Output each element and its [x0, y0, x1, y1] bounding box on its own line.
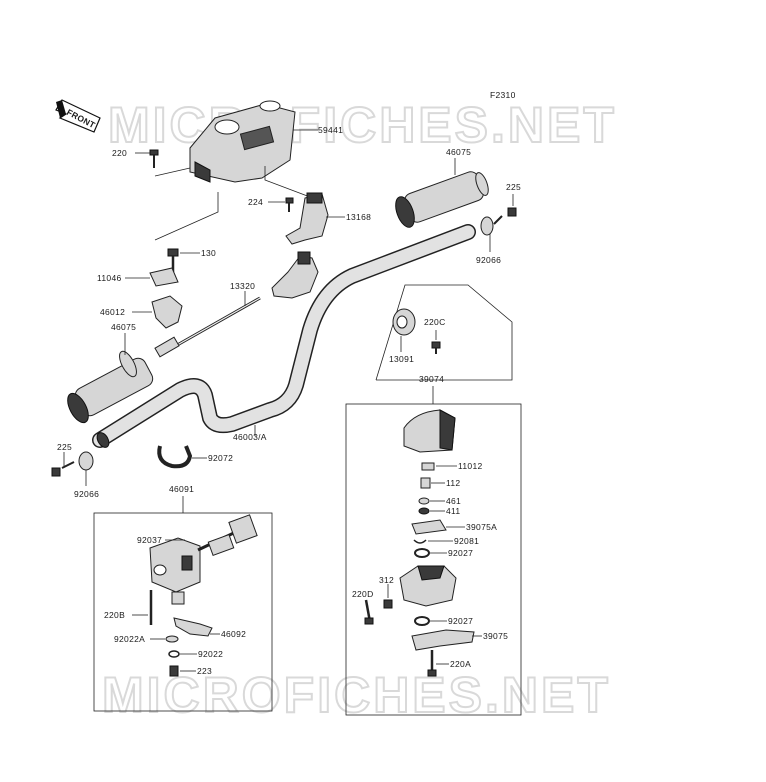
screw-220C-icon [431, 341, 441, 354]
plate-11046-icon [149, 267, 179, 287]
label-223: 223 [197, 666, 212, 676]
pin-112-icon [420, 477, 431, 489]
left-switch-housing-part [149, 537, 201, 605]
ring-461-icon [418, 497, 430, 505]
right-grip-part [395, 171, 489, 228]
switch-cover-part [403, 409, 456, 453]
label-46075-top: 46075 [446, 147, 471, 157]
label-220C: 220C [424, 317, 446, 327]
throttle-cable-part [154, 251, 319, 358]
screw-312-icon [383, 599, 393, 609]
clamp-46012-icon [151, 295, 183, 329]
washer-92027-b-icon [414, 616, 430, 626]
switch-assembly-46091-box [93, 512, 273, 712]
ring-92072-icon [157, 445, 193, 469]
spring-11012-icon [421, 462, 435, 471]
switch-housing-part [399, 565, 457, 607]
label-220D: 220D [352, 589, 374, 599]
lever-39075A-icon [411, 519, 447, 535]
switch-assembly-39074-box [345, 403, 522, 716]
screw-224-icon [285, 197, 294, 212]
label-13168: 13168 [346, 212, 371, 222]
label-112: 112 [446, 478, 460, 488]
screw-220-icon [149, 149, 159, 168]
figure-code: F2310 [490, 90, 516, 100]
label-224: 224 [248, 197, 263, 207]
housing-cover-part [189, 100, 296, 183]
bolt-225-top-icon [493, 207, 517, 225]
lever-46092-icon [173, 617, 213, 637]
label-92022A: 92022A [114, 634, 145, 644]
label-46003A: 46003/A [233, 432, 267, 442]
washer-92027-a-icon [414, 548, 430, 558]
screw-220A-icon [427, 650, 437, 677]
label-92072: 92072 [208, 453, 233, 463]
washer-92022-icon [168, 650, 180, 658]
label-39075A: 39075A [466, 522, 497, 532]
label-225-top: 225 [506, 182, 521, 192]
label-46091: 46091 [169, 484, 194, 494]
label-46012: 46012 [100, 307, 125, 317]
label-220: 220 [112, 148, 127, 158]
label-39075: 39075 [483, 631, 508, 641]
label-11046: 11046 [97, 273, 122, 283]
watermark-bottom: MICROFICHES.NET [102, 667, 611, 723]
label-92066-left: 92066 [74, 489, 99, 499]
label-312: 312 [379, 575, 394, 585]
label-92027-b: 92027 [448, 616, 473, 626]
left-grip-part [67, 350, 154, 424]
label-92081: 92081 [454, 536, 479, 546]
label-46075-left: 46075 [111, 322, 136, 332]
spring-92081-icon [413, 539, 427, 544]
label-220B: 220B [104, 610, 125, 620]
connector-92037-part [197, 514, 258, 556]
end-cap-left-icon [78, 451, 94, 471]
watermark-top: MICROFICHES.NET [108, 97, 617, 153]
label-46092: 46092 [221, 629, 246, 639]
label-411: 411 [446, 506, 460, 516]
screw-223-icon [169, 665, 179, 677]
label-92027-a: 92027 [448, 548, 473, 558]
label-461: 461 [446, 496, 461, 506]
label-13320: 13320 [230, 281, 255, 291]
label-92066-top: 92066 [476, 255, 501, 265]
lever-39075-icon [411, 629, 475, 651]
label-92022: 92022 [198, 649, 223, 659]
label-13091: 13091 [389, 354, 414, 364]
label-220A: 220A [450, 659, 471, 669]
label-225-left: 225 [57, 442, 72, 452]
ring-411-icon [418, 507, 430, 515]
screw-220D-icon [364, 599, 374, 625]
handlebar-part [92, 224, 476, 448]
bolt-225-left-icon [51, 461, 75, 477]
label-130: 130 [201, 248, 216, 258]
label-59441: 59441 [318, 125, 343, 135]
end-cap-top-icon [480, 216, 494, 236]
front-arrow-icon: FRONT [55, 99, 101, 133]
label-11012: 11012 [458, 461, 483, 471]
label-39074: 39074 [419, 374, 444, 384]
label-92037: 92037 [137, 535, 162, 545]
washer-92022A-icon [165, 635, 179, 643]
throttle-lever-part [285, 192, 329, 245]
